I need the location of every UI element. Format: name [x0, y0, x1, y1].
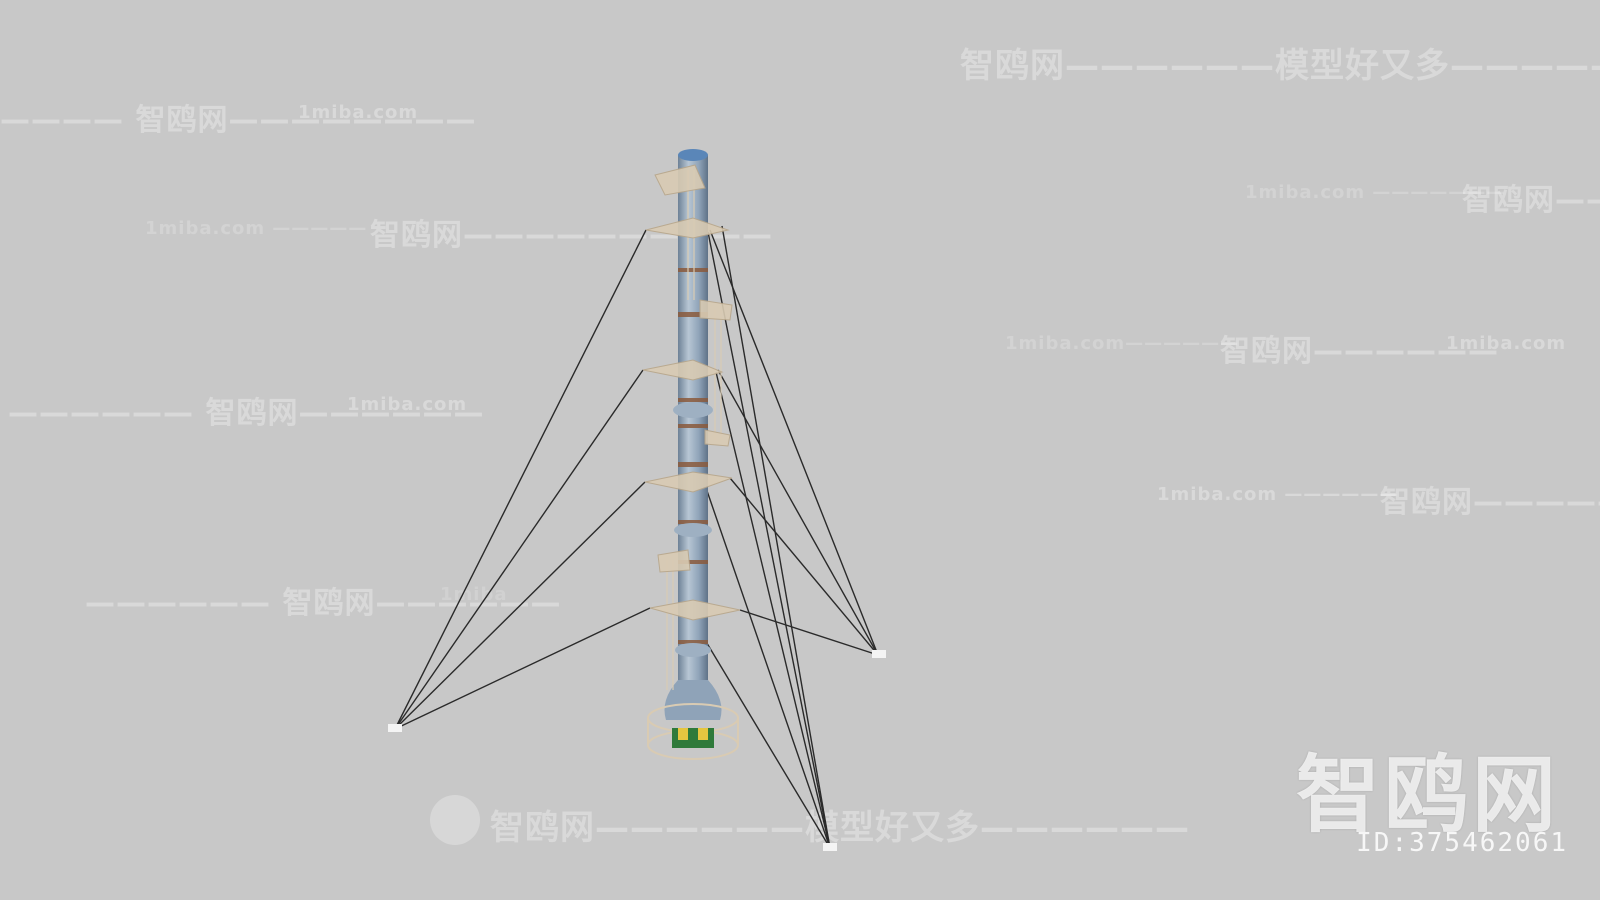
anchor-left	[388, 724, 402, 732]
watermark-right-upper-brand: 智鸥网——	[1462, 183, 1600, 218]
bird-logo-icon	[430, 795, 480, 845]
watermark-center-right-url: 1miba.com——————	[1005, 333, 1240, 354]
platform-mid-3	[657, 549, 691, 573]
model-id-label: ID:375462061	[1356, 828, 1568, 858]
watermark-center-right-url2: 1miba.com	[1446, 333, 1567, 354]
watermark-left-lower-url: 1miba.com	[347, 394, 468, 415]
brand-logo: 智鸥网	[1295, 746, 1560, 844]
anchor-right	[872, 650, 886, 658]
watermark-right-upper-url: 1miba.com ———————	[1245, 182, 1506, 203]
guy-cables	[394, 225, 879, 849]
watermark-left-lower-brand: —————— 智鸥网——————	[8, 396, 485, 431]
platform-mid-2	[704, 429, 731, 447]
ring-1	[645, 217, 730, 239]
watermark-left-mid-url: 1miba.com —————	[145, 218, 368, 239]
ring-4	[649, 599, 741, 621]
base-ring	[647, 703, 739, 760]
cable-anchors	[388, 650, 886, 851]
platform-mid-1	[699, 299, 733, 321]
ring-2	[642, 359, 724, 381]
anchor-bottom	[823, 843, 837, 851]
watermark-left-upper-brand: ———— 智鸥网————————	[0, 103, 477, 138]
platforms	[642, 164, 741, 621]
watermark-right-mid-brand: 智鸥网——————	[1380, 485, 1600, 520]
watermark-right-mid-url: 1miba.com ——————	[1157, 484, 1399, 505]
ring-3	[644, 471, 733, 493]
watermark-top-right: 智鸥网——————模型好又多——————	[960, 46, 1600, 86]
watermark-left-bottom-url: 1miba	[440, 584, 508, 605]
platform-top	[654, 164, 706, 196]
watermark-bottom-center: 智鸥网——————模型好又多——————	[490, 808, 1190, 848]
watermark-center-right-brand: 智鸥网——————	[1220, 334, 1499, 369]
watermark-left-upper-url: 1miba.com	[298, 102, 419, 123]
